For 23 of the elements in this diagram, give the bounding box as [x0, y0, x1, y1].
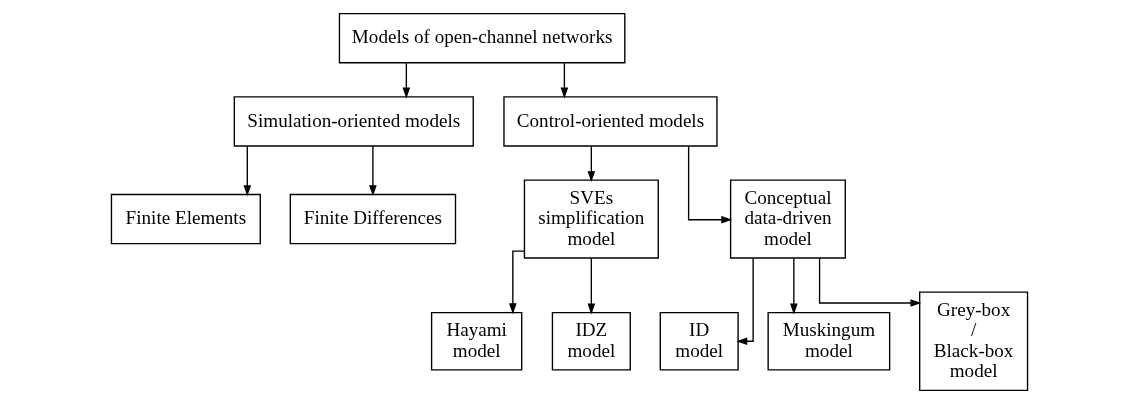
arrow — [587, 145, 595, 183]
arrow — [587, 257, 595, 315]
node-box: SVEs simplification model — [523, 179, 659, 259]
node-box: ID model — [659, 311, 739, 371]
arrow — [242, 145, 251, 197]
arrow — [560, 62, 568, 99]
node-box: Models of open-channel networks — [338, 12, 625, 64]
arrow — [402, 62, 410, 99]
node-box: Finite Elements — [110, 193, 261, 245]
arrow — [687, 145, 732, 224]
node-box: Simulation-oriented models — [233, 96, 474, 147]
node-box: Hayami model — [430, 311, 522, 371]
node-box: Conceptual data-driven model — [729, 179, 846, 259]
arrow — [508, 250, 525, 315]
arrow — [368, 145, 377, 197]
node-box: Control-oriented models — [502, 96, 718, 147]
arrow — [735, 257, 754, 346]
node-box: Finite Differences — [289, 193, 456, 245]
node-box: Muskingum model — [766, 311, 890, 371]
node-box: Grey-box / Black-box model — [918, 291, 1028, 392]
node-box: IDZ model — [551, 311, 631, 371]
arrow — [789, 257, 798, 315]
arrow — [818, 257, 921, 307]
